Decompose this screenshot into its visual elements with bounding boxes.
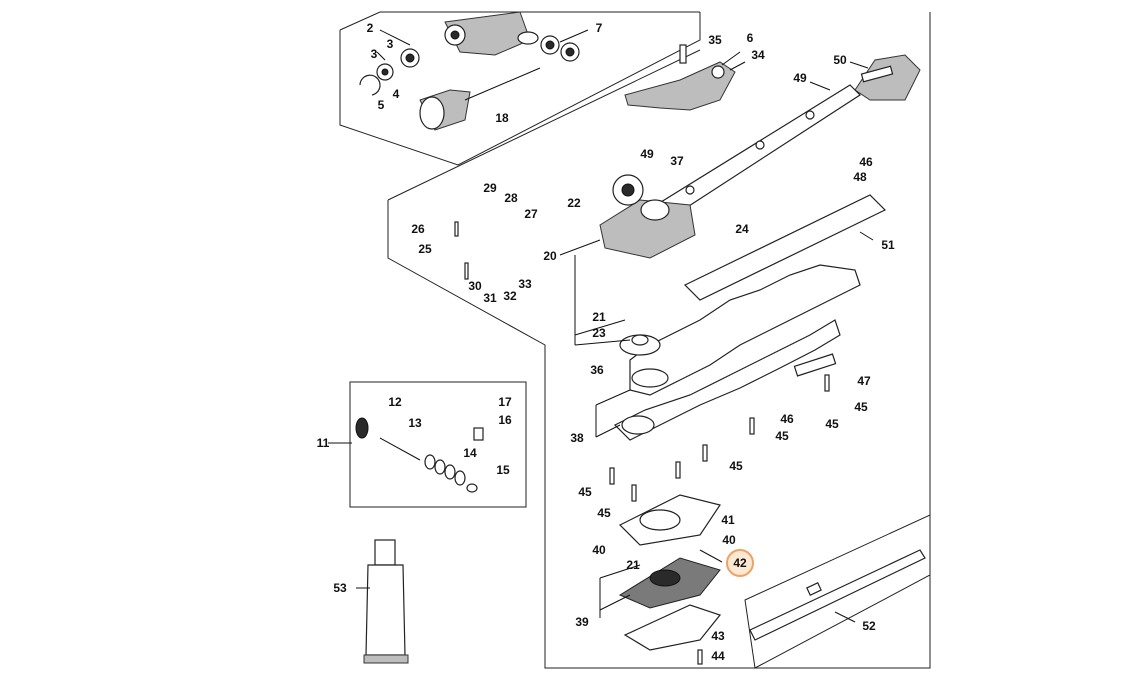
part-label: 25 bbox=[418, 242, 432, 256]
part-label: 40 bbox=[592, 543, 606, 557]
part-label: 39 bbox=[575, 615, 589, 629]
part-label: 31 bbox=[483, 291, 497, 305]
part-label: 24 bbox=[735, 222, 749, 236]
part-label: 21 bbox=[592, 310, 606, 324]
part-label: 26 bbox=[411, 222, 425, 236]
plate-part-36 bbox=[619, 334, 661, 356]
bearing-parts bbox=[359, 31, 580, 96]
part-label: 22 bbox=[567, 196, 581, 210]
part-label: 53 bbox=[333, 581, 347, 595]
gasket-part-41 bbox=[618, 494, 721, 546]
part-label: 45 bbox=[775, 429, 789, 443]
part-label: 48 bbox=[853, 170, 867, 184]
part-label: 6 bbox=[747, 31, 754, 45]
part-label: 23 bbox=[592, 326, 606, 340]
drive-shaft-part-18 bbox=[419, 67, 541, 131]
part-label: 13 bbox=[408, 416, 422, 430]
highlight-marker-42 bbox=[726, 549, 754, 577]
part-label: 14 bbox=[463, 446, 477, 460]
bar-tool-frame bbox=[744, 514, 931, 669]
plate-part-47 bbox=[793, 353, 837, 377]
part-label: 42 bbox=[733, 556, 747, 570]
part-label: 36 bbox=[590, 363, 604, 377]
part-label: 45 bbox=[597, 506, 611, 520]
part-label: 12 bbox=[388, 395, 402, 409]
part-label: 21 bbox=[626, 558, 640, 572]
part-label: 45 bbox=[825, 417, 839, 431]
part-label: 16 bbox=[498, 413, 512, 427]
part-label: 46 bbox=[780, 412, 794, 426]
part-label: 5 bbox=[378, 98, 385, 112]
part-label: 2 bbox=[367, 21, 374, 35]
part-label: 51 bbox=[881, 238, 895, 252]
tool-part-52 bbox=[749, 549, 926, 641]
cutter-blade-upper bbox=[629, 264, 861, 396]
part-label: 3 bbox=[371, 47, 378, 61]
part-label: 7 bbox=[596, 21, 603, 35]
part-label: 37 bbox=[670, 154, 684, 168]
part-label: 28 bbox=[504, 191, 518, 205]
part-label: 35 bbox=[708, 33, 722, 47]
part-label: 38 bbox=[570, 431, 584, 445]
gear-housing-part bbox=[444, 11, 531, 56]
part-label: 15 bbox=[496, 463, 510, 477]
handle-part-34 bbox=[624, 61, 736, 111]
part-label: 11 bbox=[317, 436, 330, 450]
part-label: 52 bbox=[862, 619, 876, 633]
cover-part-43 bbox=[623, 604, 722, 651]
part-label: 33 bbox=[518, 277, 532, 291]
part-label: 45 bbox=[578, 485, 592, 499]
part-label: 20 bbox=[543, 249, 557, 263]
part-label: 32 bbox=[503, 289, 517, 303]
part-label: 45 bbox=[729, 459, 743, 473]
part-label: 41 bbox=[721, 513, 735, 527]
cover-part-39 bbox=[618, 557, 721, 609]
screws bbox=[454, 44, 830, 665]
part-label: 45 bbox=[854, 400, 868, 414]
top-assembly-frame bbox=[339, 11, 701, 166]
part-label: 30 bbox=[468, 279, 482, 293]
part-number-labels: 2 3 3 4 5 18 7 35 6 34 50 49 49 37 46 48… bbox=[317, 21, 895, 663]
part-label: 40 bbox=[722, 533, 736, 547]
part-label: 18 bbox=[495, 111, 509, 125]
blade-guard-part-51 bbox=[683, 194, 887, 301]
part-label: 17 bbox=[498, 395, 512, 409]
part-label: 46 bbox=[859, 155, 873, 169]
part-label: 29 bbox=[483, 181, 497, 195]
part-label: 4 bbox=[393, 87, 400, 101]
gear-housing-part-20 bbox=[599, 174, 696, 259]
guard-part-50 bbox=[854, 54, 921, 101]
part-label: 43 bbox=[711, 629, 725, 643]
part-label: 44 bbox=[711, 649, 725, 663]
detail-box-11 bbox=[349, 381, 527, 508]
part-label: 47 bbox=[857, 374, 871, 388]
part-label: 49 bbox=[640, 147, 654, 161]
cutter-blade-lower bbox=[613, 319, 841, 441]
part-label: 49 bbox=[793, 71, 807, 85]
part-label: 50 bbox=[833, 53, 847, 67]
part-label: 34 bbox=[751, 48, 765, 62]
grease-tube-53 bbox=[363, 539, 409, 664]
part-label: 27 bbox=[524, 207, 538, 221]
detail-11-parts bbox=[355, 417, 484, 493]
leader-lines bbox=[328, 29, 874, 623]
part-label: 3 bbox=[387, 37, 394, 51]
